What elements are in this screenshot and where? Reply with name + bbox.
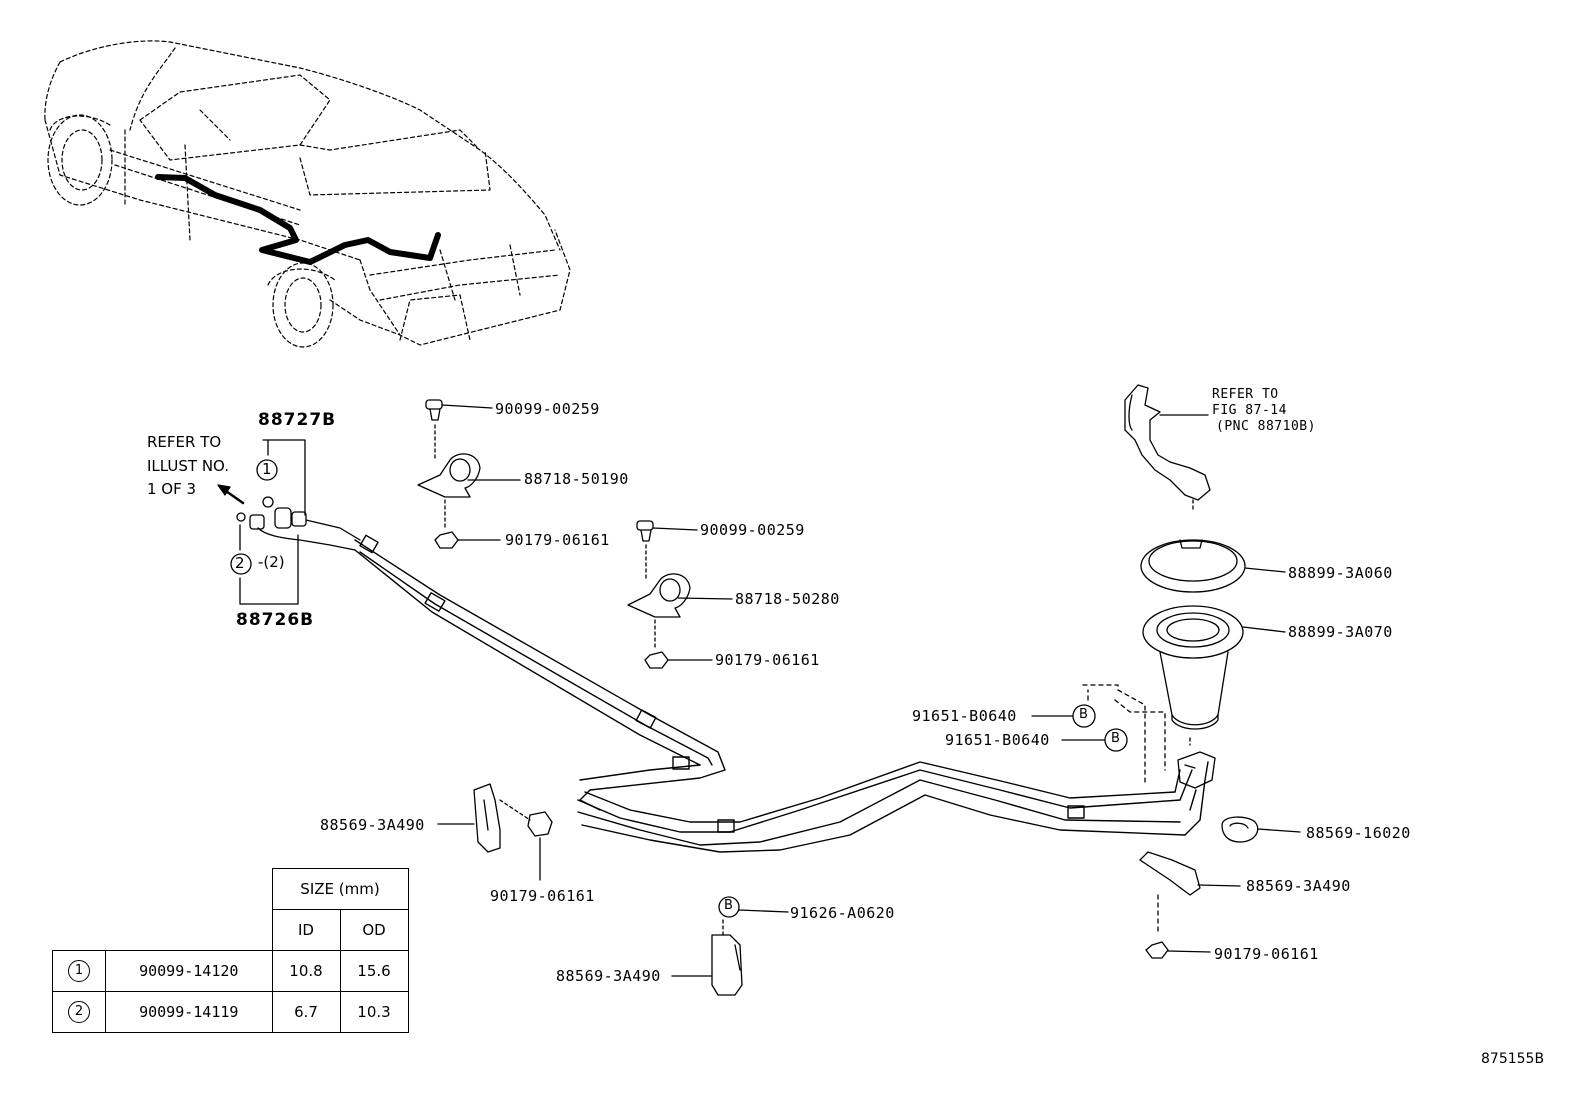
part-label-nut-right: 90179-06161 [1214,945,1319,963]
car-outline [44,40,571,348]
b-marker-1: B [1079,707,1088,722]
refer-illust-line3: 1 OF 3 [147,480,197,498]
part-label-bracket-left: 88569-3A490 [320,816,425,834]
circle-marker-1: 1 [262,460,272,478]
row-id-1: 10.8 [271,950,341,992]
part-label-bolt-b1: 91651-B0640 [912,707,1017,725]
part-label-clamp-right: 88569-16020 [1306,824,1411,842]
hose-size-table: SIZE (mm) ID OD 1 90099-14120 10.8 15.6 … [52,868,409,1033]
part-label-nut-top: 90179-06161 [505,531,610,549]
part-label-bolt-b2: 91651-B0640 [945,731,1050,749]
b-marker-3: B [724,898,733,913]
row-od-2: 10.3 [339,991,409,1033]
filler-pipe-group [1082,384,1301,959]
row-marker-1: 1 [68,960,90,982]
od-header: OD [339,909,409,951]
part-label-seal: 88899-3A070 [1288,623,1393,641]
row-marker-2: 2 [68,1001,90,1023]
hose-callout-88727B: 88727B [258,410,337,430]
bracket-bottom-group [671,896,789,996]
figure-code: 875155B [1481,1051,1545,1067]
left-hose-assembly [217,439,361,605]
part-label-bracket-right: 88569-3A490 [1246,877,1351,895]
refer-illust-line2: ILLUST NO. [147,457,230,475]
refer-fig-line1: REFER TO [1212,387,1279,402]
table-row: 1 90099-14120 10.8 15.6 [52,950,409,992]
id-header: ID [271,909,341,951]
circle-marker-2: 2 [235,554,245,572]
part-label-nut-mid: 90179-06161 [715,651,820,669]
part-label-ring: 88899-3A060 [1288,564,1393,582]
row-od-1: 15.6 [339,950,409,992]
row-part-1: 90099-14120 [105,950,273,992]
row-id-2: 6.7 [271,991,341,1033]
size-header: SIZE (mm) [271,868,409,910]
hose-callout-88726B: 88726B [236,610,315,630]
b-marker-2: B [1111,731,1120,746]
clamp-group-top [417,399,521,549]
refer-illust-line1: REFER TO [147,433,222,451]
main-fuel-lines [354,534,1209,853]
refer-fig-line3: (PNC 88710B) [1216,419,1316,434]
quantity-label: -(2) [258,553,285,571]
part-label-clamp-top: 88718-50190 [524,470,629,488]
table-row: 2 90099-14119 6.7 10.3 [52,991,409,1033]
clamp-group-mid [627,520,733,669]
part-label-bolt-mid: 90099-00259 [700,521,805,539]
part-label-clamp-mid: 88718-50280 [735,590,840,608]
bracket-left-group [437,783,553,881]
part-label-bracket-bottom: 88569-3A490 [556,967,661,985]
car-fuel-route [155,174,441,265]
part-label-bolt-b3: 91626-A0620 [790,904,895,922]
part-label-bolt-top: 90099-00259 [495,400,600,418]
row-part-2: 90099-14119 [105,991,273,1033]
part-label-nut-left: 90179-06161 [490,887,595,905]
refer-fig-line2: FIG 87-14 [1212,403,1287,418]
